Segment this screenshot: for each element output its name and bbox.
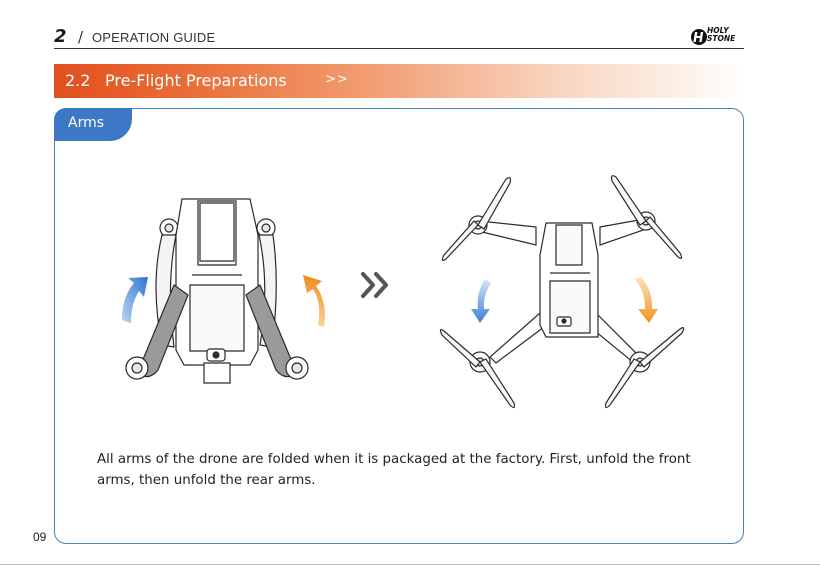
page-number: 09 <box>33 530 46 544</box>
section-title-bar: 2.2 Pre-Flight Preparations >> <box>54 64 744 98</box>
unfold-blue-arrow-icon <box>471 279 491 323</box>
header-rule <box>54 48 744 49</box>
unfold-orange-arrow-icon <box>303 275 325 327</box>
arms-description: All arms of the drone are folded when it… <box>97 449 717 491</box>
panel-tab-label: Arms <box>68 115 104 131</box>
brand-line-2: STONE <box>707 35 735 43</box>
double-chevron-right-icon <box>363 274 386 296</box>
brand-logo: HOLY STONE <box>690 26 744 48</box>
unfold-orange-arrow-icon <box>635 277 658 323</box>
guide-title: OPERATION GUIDE <box>92 30 215 45</box>
header-separator: / <box>78 28 83 46</box>
panel-tab: Arms <box>54 108 132 141</box>
page-header: 2 / OPERATION GUIDE HOLY STONE <box>54 26 744 48</box>
folded-drone <box>126 199 308 383</box>
brand-wordmark: HOLY STONE <box>707 27 735 43</box>
section-arrows: >> <box>325 72 349 87</box>
arms-unfold-illustration <box>100 165 700 420</box>
section-number: 2.2 <box>65 71 90 90</box>
section-title: Pre-Flight Preparations <box>105 71 287 90</box>
footer-rule <box>0 564 820 565</box>
brand-logo-icon <box>690 27 708 47</box>
chapter-number: 2 <box>54 26 67 47</box>
unfold-blue-arrow-icon <box>122 277 148 323</box>
